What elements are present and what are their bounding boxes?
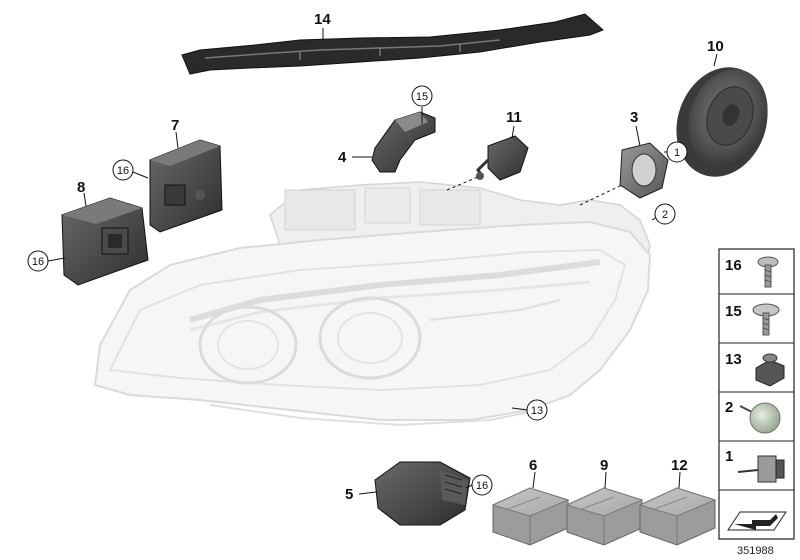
callout-13-circle: 13 <box>526 399 548 421</box>
side-row-13: 13 <box>725 351 785 387</box>
callout-2-circle: 2 <box>654 203 676 225</box>
callout-8: 8 <box>77 179 85 196</box>
part-14-bracket <box>181 13 604 75</box>
callout-15: 15 <box>416 91 428 103</box>
callout-13: 13 <box>531 405 543 417</box>
callout-6: 6 <box>529 457 537 474</box>
part-12-box <box>638 487 717 546</box>
arrow-icon <box>727 511 787 531</box>
side-label-15: 15 <box>725 303 742 320</box>
callout-1: 1 <box>674 147 680 159</box>
callout-3: 3 <box>630 109 638 126</box>
side-label-1: 1 <box>725 448 733 465</box>
callout-4: 4 <box>338 149 347 166</box>
document-number: 351988 <box>737 545 774 557</box>
headlight-assembly <box>93 181 652 427</box>
side-row-1: 1 <box>725 448 785 483</box>
callout-11: 11 <box>506 109 522 126</box>
side-label-16: 16 <box>725 257 742 274</box>
part-6-box <box>491 487 570 546</box>
callout-14: 14 <box>314 11 331 28</box>
callout-16a-circle: 16 <box>112 159 134 181</box>
callout-15-circle: 15 <box>411 85 433 107</box>
callout-12: 12 <box>671 457 688 474</box>
callout-7: 7 <box>171 117 179 134</box>
side-label-13: 13 <box>725 351 742 368</box>
callout-16c-circle: 16 <box>471 474 493 496</box>
callout-16-upper: 16 <box>117 165 129 177</box>
part-3-ring <box>619 142 669 199</box>
callout-10: 10 <box>707 38 724 55</box>
part-11-actuator <box>476 135 529 181</box>
callout-16-left: 16 <box>32 256 44 268</box>
part-5-module <box>374 461 471 526</box>
callout-16-lower: 16 <box>476 480 488 492</box>
part-10-cover <box>676 67 768 177</box>
part-4-bracket <box>371 111 436 173</box>
side-row-15: 15 <box>725 303 780 336</box>
callout-16b-circle: 16 <box>27 250 49 272</box>
part-7-control-unit <box>149 139 223 233</box>
callout-2: 2 <box>662 209 668 221</box>
side-row-2: 2 <box>725 399 781 434</box>
side-panel: 16 15 13 2 1 <box>718 248 795 540</box>
side-label-2: 2 <box>725 399 733 416</box>
axis-lines <box>446 175 623 206</box>
callout-5: 5 <box>345 486 353 503</box>
side-row-16: 16 <box>725 256 779 288</box>
callout-9: 9 <box>600 457 608 474</box>
part-8-control-unit <box>61 197 149 286</box>
part-9-box <box>565 487 644 546</box>
callout-1-circle: 1 <box>666 141 688 163</box>
